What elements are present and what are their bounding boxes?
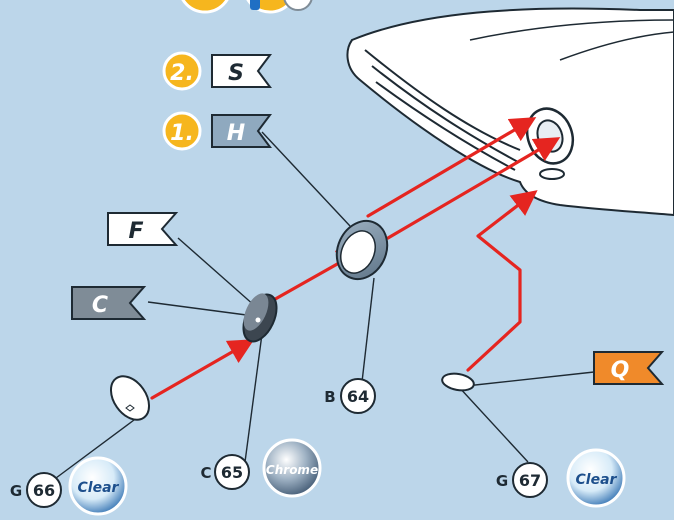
part-chrome-reflector — [242, 293, 278, 343]
part-67-number: 67 — [519, 471, 541, 490]
part-65-finish: Chrome — [266, 463, 318, 477]
part-64-number: 64 — [347, 387, 369, 406]
part-67-group: G — [496, 472, 508, 490]
flag-f: F — [107, 212, 179, 246]
car-front-fender — [346, 7, 674, 217]
flag-s-label: S — [228, 61, 244, 86]
step-1-badge — [162, 111, 202, 151]
flag-c-label: C — [92, 293, 108, 318]
part-67-finish: Clear — [576, 472, 618, 488]
step-1: 1. H — [162, 111, 272, 151]
clear-finish-badge-66 — [68, 456, 128, 516]
part-clear-lens — [109, 375, 151, 421]
step-1-number: 1. — [170, 121, 194, 146]
callout-part-66: G 66 Clear — [10, 456, 128, 516]
part-headlight-ring — [335, 219, 389, 281]
step-2: 2. S — [162, 51, 272, 91]
callout-part-65: C 65 Chrome — [200, 438, 322, 498]
callout-part-67: G 67 Clear — [496, 448, 626, 508]
part-64-group: B — [324, 388, 335, 406]
flag-f-label: F — [128, 219, 143, 244]
part-65-number: 65 — [221, 463, 243, 482]
part-66-finish: Clear — [78, 480, 120, 496]
top-cropped-badges — [181, 0, 313, 14]
callout-part-64: B 64 — [324, 378, 376, 414]
part-65-group: C — [200, 464, 211, 482]
flag-c: C — [71, 286, 147, 320]
assembly-arrows — [150, 117, 561, 400]
flag-s-shape — [211, 54, 272, 88]
part-66-number: 66 — [33, 481, 55, 500]
step-2-number: 2. — [170, 61, 194, 86]
part-marker-lens — [441, 372, 475, 392]
leader-lines — [55, 131, 595, 479]
clear-finish-badge-67 — [566, 448, 626, 508]
flag-h-label: H — [227, 121, 245, 146]
chrome-finish-badge-65 — [262, 438, 322, 498]
step-2-badge — [162, 51, 202, 91]
flag-h-shape — [211, 114, 272, 148]
flag-q: Q — [593, 351, 665, 385]
part-66-group: G — [10, 482, 22, 500]
flag-q-label: Q — [611, 358, 630, 383]
